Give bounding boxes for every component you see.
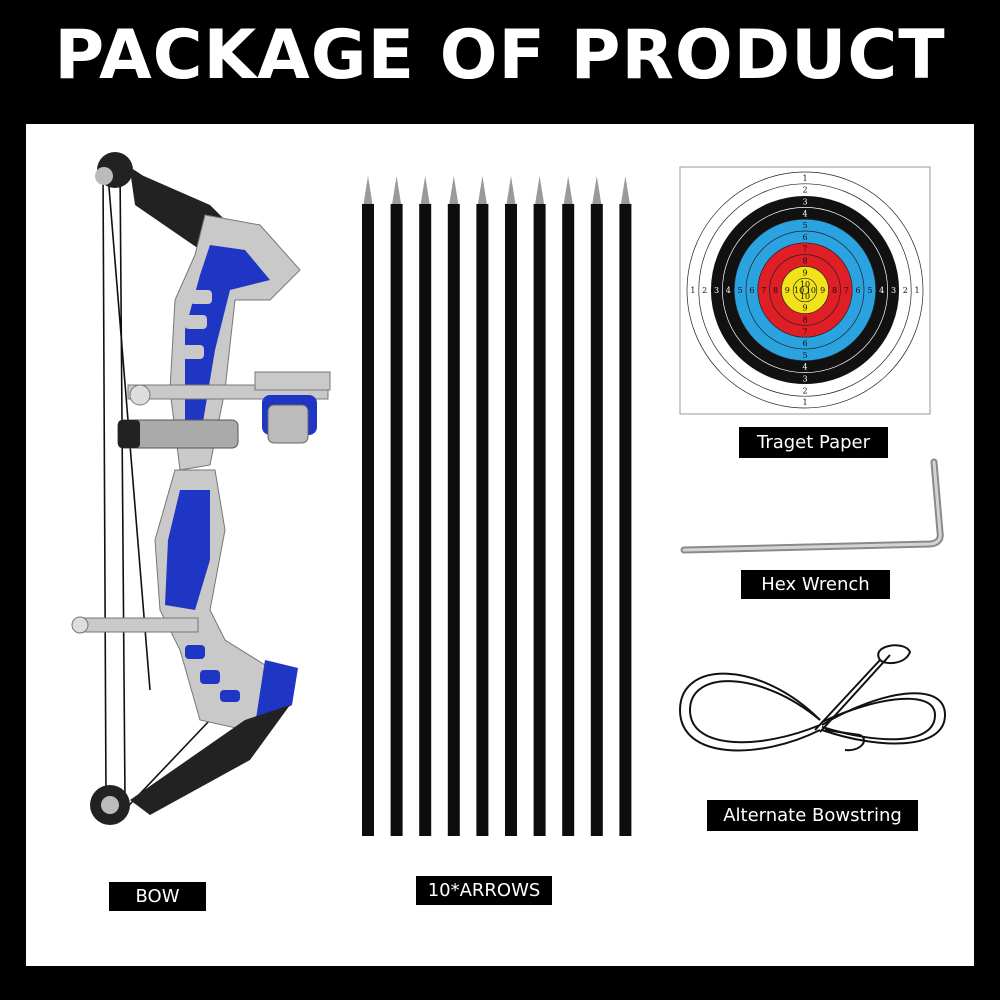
ring-number: 5 <box>867 286 872 295</box>
arrow <box>362 176 374 836</box>
ring-number: 6 <box>749 286 754 295</box>
arrow-shaft <box>362 204 374 836</box>
ring-number: 3 <box>714 286 719 295</box>
arrow-shaft <box>476 204 489 836</box>
ring-number: 8 <box>773 286 778 295</box>
bow-label: BOW <box>109 882 206 911</box>
arrow-shaft <box>447 204 460 836</box>
ring-number: 3 <box>802 375 807 384</box>
arrow-tip <box>535 176 545 204</box>
bowstring-label: Alternate Bowstring <box>707 800 918 831</box>
arrow-tip <box>592 176 602 204</box>
arrow-tip <box>563 176 573 204</box>
arrow <box>590 176 603 836</box>
ring-number: 7 <box>844 286 849 295</box>
arrows-label: 10*ARROWS <box>416 876 552 905</box>
ring-number: 9 <box>785 286 790 295</box>
arrow <box>447 176 460 836</box>
hex-wrench-label: Hex Wrench <box>741 570 890 599</box>
arrow-shaft <box>390 204 403 836</box>
ring-number: 7 <box>802 327 807 336</box>
arrow <box>419 176 432 836</box>
ring-number: 10 <box>806 286 816 295</box>
ring-number: 3 <box>891 286 896 295</box>
ring-number: 9 <box>802 268 807 277</box>
ring-number: 6 <box>802 339 807 348</box>
arrow-tip <box>620 176 630 204</box>
page-title: PACKAGE OF PRODUCT <box>54 16 946 95</box>
ring-number: 2 <box>802 186 807 195</box>
ring-number: 1 <box>690 286 695 295</box>
ring-number: 8 <box>802 257 807 266</box>
arrow-shaft <box>590 204 603 836</box>
ring-number: 6 <box>856 286 861 295</box>
ring-number: 4 <box>726 286 731 295</box>
ring-number: 7 <box>802 245 807 254</box>
arrow <box>390 176 403 836</box>
arrow <box>533 176 546 836</box>
ring-number: 2 <box>802 386 807 395</box>
arrow-tip <box>477 176 487 204</box>
ring-number: 8 <box>802 316 807 325</box>
ring-number: 9 <box>802 304 807 313</box>
arrow-tip <box>392 176 402 204</box>
ring-number: 10 <box>794 286 804 295</box>
arrow-tip <box>506 176 516 204</box>
arrow-tip <box>420 176 430 204</box>
ring-number: 5 <box>802 221 807 230</box>
arrow <box>476 176 489 836</box>
arrow-tip <box>449 176 459 204</box>
ring-number: 4 <box>802 209 807 218</box>
arrow-shaft <box>562 204 575 836</box>
ring-number: 10 <box>800 280 810 289</box>
arrow-shaft <box>619 204 632 836</box>
ring-number: 4 <box>802 363 807 372</box>
ring-number: 5 <box>802 351 807 360</box>
ring-number: 1 <box>802 398 807 407</box>
ring-number: 8 <box>832 286 837 295</box>
target-paper-label: Traget Paper <box>739 427 888 458</box>
target-ring <box>792 277 818 303</box>
ring-number: 1 <box>915 286 920 295</box>
arrow <box>619 176 632 836</box>
arrow-shaft <box>419 204 432 836</box>
arrow-tip <box>363 176 373 204</box>
ring-number: 4 <box>879 286 884 295</box>
arrow <box>505 176 517 836</box>
ring-number: 2 <box>702 286 707 295</box>
ring-number: 5 <box>738 286 743 295</box>
ring-number: 10 <box>800 292 810 301</box>
ring-number: 1 <box>802 174 807 183</box>
target-center <box>800 285 810 295</box>
arrow-shaft <box>505 204 517 836</box>
ring-number: 3 <box>802 198 807 207</box>
arrow <box>562 176 575 836</box>
arrow-shaft <box>533 204 546 836</box>
ring-number: 6 <box>802 233 807 242</box>
ring-number: 7 <box>761 286 766 295</box>
ring-number: 2 <box>903 286 908 295</box>
ring-number: 9 <box>820 286 825 295</box>
